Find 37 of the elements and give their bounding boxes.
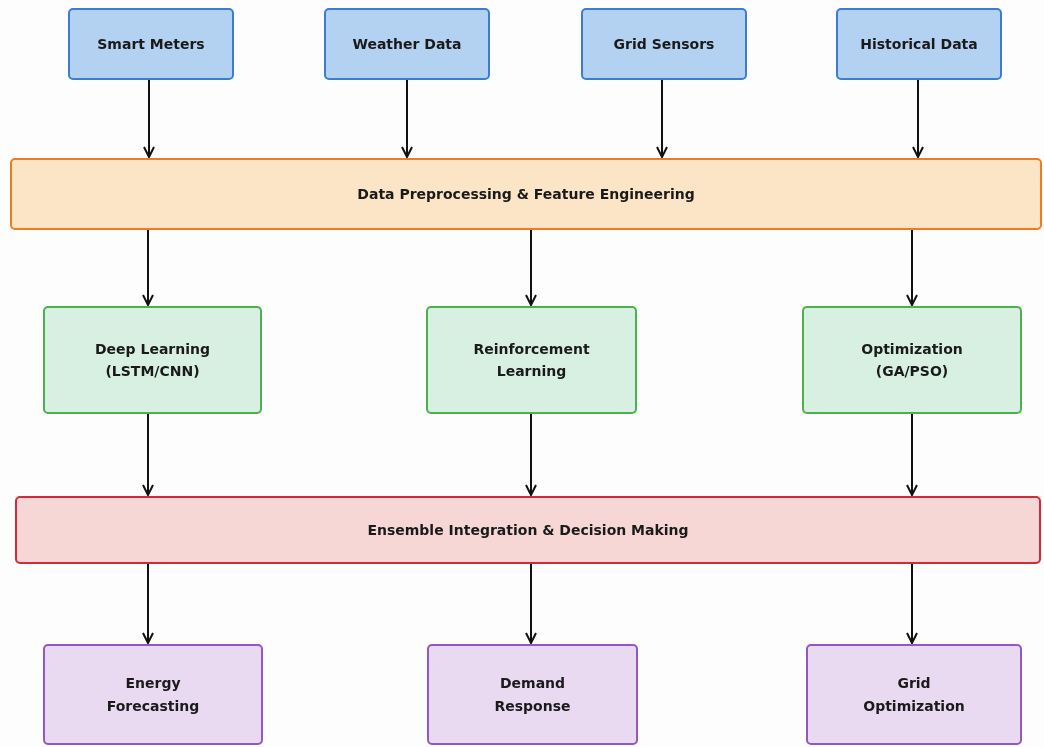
arrow: [906, 413, 918, 496]
arrow: [142, 413, 154, 496]
node-label: Historical Data: [860, 34, 978, 54]
arrow: [143, 79, 155, 158]
arrow: [525, 413, 537, 496]
arrow: [906, 229, 918, 306]
node-label: Demand Response: [493, 674, 572, 716]
input-box: [324, 8, 490, 80]
arrow: [142, 229, 154, 306]
arrow: [401, 79, 413, 158]
node-label: Optimization (GA/PSO): [860, 339, 964, 381]
node-label: Data Preprocessing & Feature Engineering: [357, 184, 695, 204]
process-band: [15, 496, 1041, 564]
model-box: [43, 306, 262, 414]
output-box: [427, 644, 638, 745]
model-box: [802, 306, 1022, 414]
node-label: Grid Sensors: [613, 34, 715, 54]
node-label: Reinforcement Learning: [472, 339, 591, 381]
model-box: [426, 306, 637, 414]
output-box: [806, 644, 1022, 745]
input-box: [836, 8, 1002, 80]
arrow: [906, 563, 918, 644]
node-label: Grid Optimization: [862, 674, 966, 716]
process-band: [10, 158, 1042, 230]
node-label: Energy Forecasting: [105, 674, 201, 716]
arrow: [525, 563, 537, 644]
arrow: [656, 79, 668, 158]
input-box: [581, 8, 747, 80]
node-label: Weather Data: [352, 34, 462, 54]
arrow: [142, 563, 154, 644]
output-box: [43, 644, 263, 745]
input-box: [68, 8, 234, 80]
node-label: Smart Meters: [97, 34, 205, 54]
arrow: [912, 79, 924, 158]
node-label: Deep Learning (LSTM/CNN): [94, 339, 211, 381]
node-label: Ensemble Integration & Decision Making: [367, 520, 689, 540]
arrow: [525, 229, 537, 306]
